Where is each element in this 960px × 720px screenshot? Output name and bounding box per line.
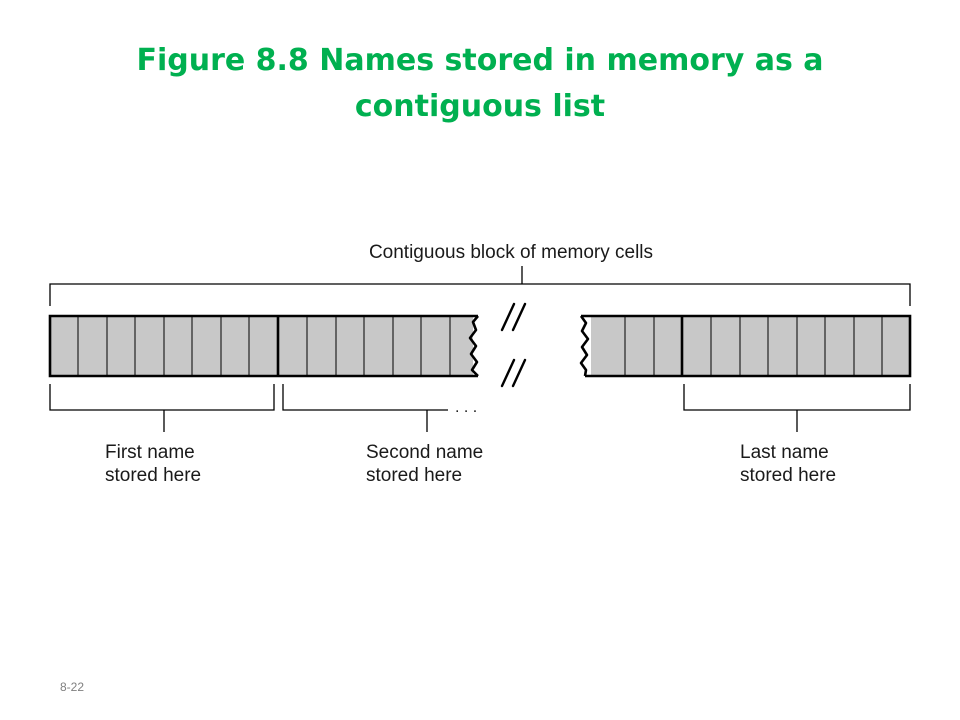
cell-dividers bbox=[77, 316, 883, 376]
cells-left-section bbox=[50, 316, 473, 376]
second-name-label-line2: stored here bbox=[366, 465, 462, 486]
torn-edge-right bbox=[579, 315, 590, 377]
cells-right-section bbox=[591, 316, 910, 376]
first-name-label-line2: stored here bbox=[105, 465, 201, 486]
second-name-label-line1: Second name bbox=[366, 442, 483, 463]
last-name-bracket bbox=[683, 384, 911, 432]
memory-strip bbox=[48, 302, 912, 388]
title-line-1: Figure 8.8 Names stored in memory as a bbox=[136, 43, 824, 78]
ellipsis: . . . bbox=[455, 399, 477, 416]
break-mark-bottom bbox=[500, 358, 527, 388]
last-name-label-line2: stored here bbox=[740, 465, 836, 486]
title-line-2: contiguous list bbox=[354, 89, 606, 124]
first-name-label-line1: First name bbox=[105, 442, 195, 463]
second-name-bracket bbox=[282, 384, 448, 432]
strip-outline-right bbox=[581, 314, 912, 378]
page-number: 8-22 bbox=[60, 680, 85, 694]
block-label: Contiguous block of memory cells bbox=[369, 242, 653, 263]
first-name-bracket bbox=[49, 384, 275, 432]
break-mark-top bbox=[500, 302, 527, 332]
strip-outline-left bbox=[48, 314, 478, 378]
slide-title: Figure 8.8 Names stored in memory as a c… bbox=[60, 38, 900, 130]
top-bracket bbox=[49, 266, 911, 306]
torn-edge-left bbox=[468, 315, 479, 377]
last-name-label-line1: Last name bbox=[740, 442, 829, 463]
